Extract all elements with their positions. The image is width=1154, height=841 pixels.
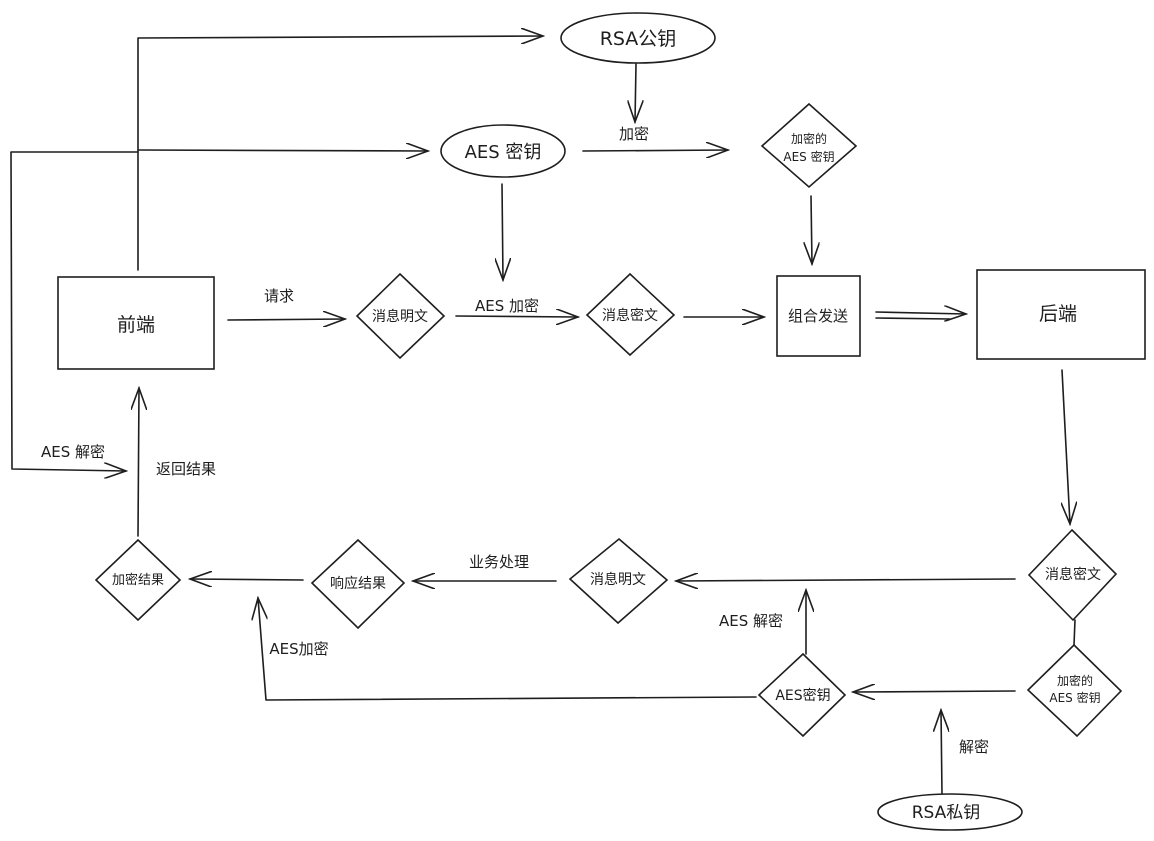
node-aes-key-bottom-label: AES密钥 <box>775 687 830 704</box>
edge-frontend-to-rsa-public <box>137 36 543 271</box>
node-rsa-public-key[interactable]: RSA公钥 <box>560 12 716 64</box>
edge-cipher-to-plain-bottom <box>676 579 1016 581</box>
node-rsa-private-key-label: RSA私钥 <box>912 803 981 823</box>
edge-label-aes-encrypt: AES 加密 <box>475 297 539 315</box>
node-aes-key-bottom[interactable]: AES密钥 <box>757 652 847 738</box>
node-backend[interactable]: 后端 <box>976 269 1146 360</box>
node-plain-message-bottom[interactable]: 消息明文 <box>568 537 669 625</box>
node-plain-message-top[interactable]: 消息明文 <box>355 272 446 360</box>
edge-encrypted-key-to-aes-key-bottom <box>853 691 1016 692</box>
edge-backend-to-bottom-cipher <box>1062 369 1070 524</box>
node-plain-message-bottom-label: 消息明文 <box>590 571 646 588</box>
edge-combined-to-backend-double <box>875 317 951 320</box>
node-rsa-private-key[interactable]: RSA私钥 <box>877 793 1023 831</box>
node-combined-send[interactable]: 组合发送 <box>776 275 861 357</box>
node-frontend[interactable]: 前端 <box>57 276 215 370</box>
edge-aes-key-down <box>502 183 503 280</box>
edge-label-aes-decrypt-bottom: AES 解密 <box>719 612 783 630</box>
edge-aes-key-loop-left <box>10 151 139 471</box>
node-encrypted-aes-key-bottom-line2: AES 密钥 <box>1049 690 1100 705</box>
edge-label-return-result: 返回结果 <box>156 460 216 478</box>
node-encrypted-aes-key-top-line1: 加密的 <box>791 131 827 146</box>
node-encrypted-aes-key-bottom[interactable]: 加密的 AES 密钥 <box>1026 643 1123 738</box>
node-cipher-message-top-label: 消息密文 <box>602 307 658 324</box>
node-cipher-message-bottom[interactable]: 消息密文 <box>1027 528 1118 622</box>
edge-label-aes-encrypt-bottom: AES加密 <box>269 640 328 658</box>
connectors <box>10 36 1076 796</box>
edge-plain-to-cipher <box>455 316 578 317</box>
node-encrypted-result-label: 加密结果 <box>112 572 164 588</box>
edge-label-business-processing: 业务处理 <box>469 553 529 571</box>
edge-frontend-to-aes-key <box>137 150 428 151</box>
node-encrypted-result[interactable]: 加密结果 <box>94 538 182 622</box>
node-encrypted-aes-key-top-line2: AES 密钥 <box>783 149 834 164</box>
node-cipher-message-bottom-label: 消息密文 <box>1045 566 1101 583</box>
edge-label-decrypt: 解密 <box>959 738 989 756</box>
node-backend-label: 后端 <box>1039 303 1077 325</box>
edge-label-aes-decrypt-left: AES 解密 <box>41 443 105 461</box>
edge-aes-key-to-encrypted-key <box>582 150 728 151</box>
edge-response-to-encrypted-result <box>190 579 304 580</box>
node-cipher-message-top[interactable]: 消息密文 <box>585 272 676 357</box>
node-combined-send-label: 组合发送 <box>788 307 848 325</box>
node-response-result[interactable]: 响应结果 <box>310 538 406 630</box>
edge-encrypted-result-to-frontend <box>138 388 139 537</box>
node-aes-key[interactable]: AES 密钥 <box>440 124 566 178</box>
edge-label-encrypt: 加密 <box>619 125 649 143</box>
node-plain-message-top-label: 消息明文 <box>372 308 428 325</box>
edge-rsa-public-down <box>635 63 636 122</box>
node-response-result-label: 响应结果 <box>330 575 386 592</box>
edge-aes-key-bottom-to-response <box>258 598 757 701</box>
node-aes-key-label: AES 密钥 <box>465 142 542 163</box>
edge-labels: 加密 请求 AES 加密 AES 解密 返回结果 业务处理 AES 解密 AES… <box>41 125 989 756</box>
node-encrypted-aes-key-top[interactable]: 加密的 AES 密钥 <box>760 102 858 189</box>
nodes: RSA公钥 AES 密钥 加密的 AES 密钥 前端 消息明文 消息密文 <box>57 12 1146 831</box>
edge-combined-to-backend <box>875 312 966 314</box>
node-frontend-label: 前端 <box>117 314 155 336</box>
edge-rsa-private-up <box>941 710 942 796</box>
node-rsa-public-key-label: RSA公钥 <box>600 28 677 50</box>
edge-label-request: 请求 <box>264 287 294 305</box>
edge-frontend-to-plain <box>227 319 345 320</box>
edge-cipher-to-encrypted-key-bottom <box>1073 619 1076 646</box>
node-encrypted-aes-key-bottom-line1: 加密的 <box>1057 673 1093 688</box>
edge-encrypted-key-to-combined <box>811 195 812 264</box>
